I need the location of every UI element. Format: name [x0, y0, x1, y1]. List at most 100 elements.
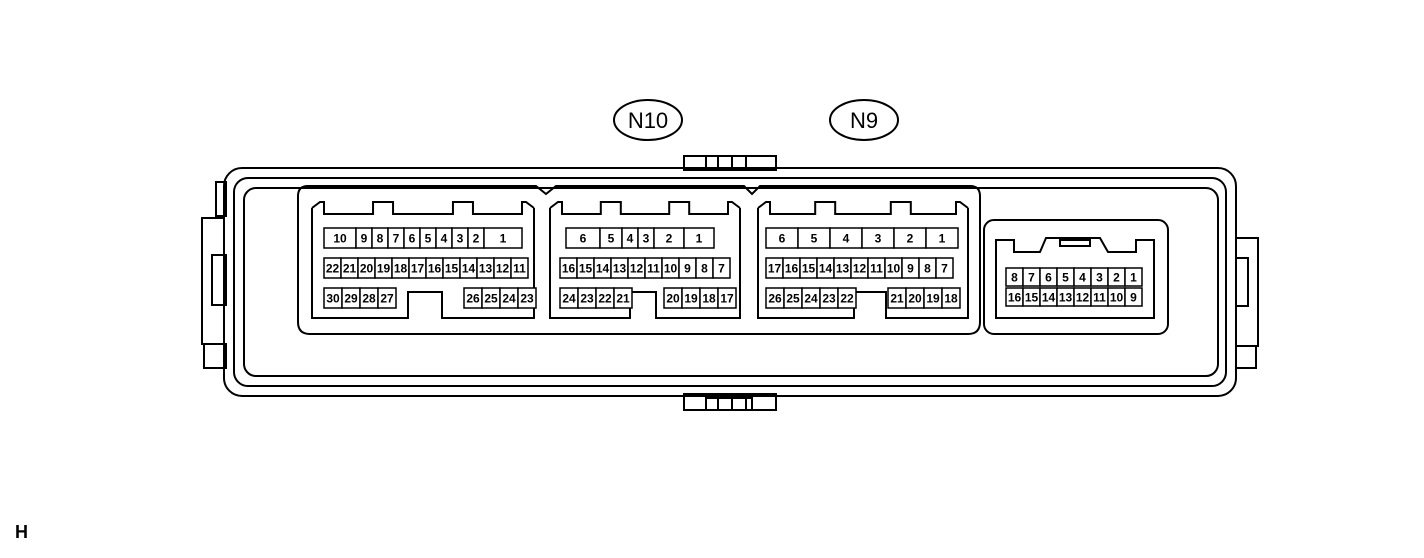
- pin-label: 17: [411, 262, 425, 276]
- pin-label: 7: [393, 232, 400, 246]
- pin-label: 1: [696, 232, 703, 246]
- pin-label: 2: [907, 232, 914, 246]
- small-connector-frame: [983, 219, 1169, 335]
- pin-label: 16: [785, 262, 799, 276]
- pin-label: 10: [333, 232, 347, 246]
- pin-label: 25: [484, 292, 498, 306]
- pin-label: 8: [701, 262, 708, 276]
- pin-label: 15: [802, 262, 816, 276]
- pin-label: 12: [1076, 291, 1090, 305]
- pin-label: 12: [630, 262, 644, 276]
- pin-label: 12: [853, 262, 867, 276]
- pin-label: 10: [887, 262, 901, 276]
- pin-label: 6: [409, 232, 416, 246]
- pin-label: 27: [380, 292, 394, 306]
- pin-label: 11: [647, 262, 660, 276]
- pin-cell: [717, 287, 737, 309]
- pin-label: 9: [684, 262, 691, 276]
- pin-label: 1: [939, 232, 946, 246]
- pin-label: 18: [394, 262, 408, 276]
- svg-text:N9: N9: [850, 108, 878, 133]
- left-mount-tab-inner: [211, 254, 227, 306]
- pin-label: 19: [926, 292, 940, 306]
- pin-label: 15: [445, 262, 459, 276]
- pin-label: 22: [840, 292, 854, 306]
- pin-label: 24: [804, 292, 818, 306]
- pin-label: 21: [890, 292, 904, 306]
- pin-label: 13: [479, 262, 493, 276]
- pin-label: 9: [1130, 291, 1137, 305]
- pin-label: 23: [580, 292, 594, 306]
- pin-label: 10: [664, 262, 678, 276]
- pin-label: 3: [457, 232, 464, 246]
- pin-label: 4: [843, 232, 850, 246]
- pin-label: 20: [360, 262, 374, 276]
- pin-label: 10: [1110, 291, 1124, 305]
- pin-label: 8: [924, 262, 931, 276]
- figure-code: H: [15, 522, 28, 542]
- pin-cell: [517, 287, 537, 309]
- pin-label: 16: [562, 262, 576, 276]
- pin-label: 8: [377, 232, 384, 246]
- pin-label: 18: [944, 292, 958, 306]
- pin-cell: [613, 287, 633, 309]
- pin-label: 21: [343, 262, 357, 276]
- pin-label: 14: [596, 262, 610, 276]
- pin-label: 8: [1011, 271, 1018, 285]
- pin-label: 26: [466, 292, 480, 306]
- right-mount-bracket: [1235, 345, 1257, 369]
- pin-label: 23: [520, 292, 534, 306]
- pin-label: 13: [836, 262, 850, 276]
- pin-label: 9: [907, 262, 914, 276]
- pin-label: 5: [608, 232, 615, 246]
- pin-label: 4: [627, 232, 634, 246]
- pin-label: 4: [1079, 271, 1086, 285]
- pin-cell: [1124, 267, 1143, 287]
- pin-label: 6: [779, 232, 786, 246]
- pin-label: 22: [326, 262, 340, 276]
- left-mount-bracket: [203, 343, 227, 369]
- pin-label: 17: [768, 262, 782, 276]
- pin-label: 3: [1096, 271, 1103, 285]
- connector-block-outline: [297, 185, 981, 335]
- connector-shell-d: [995, 237, 1155, 319]
- svg-text:N10: N10: [628, 108, 668, 133]
- pin-label: 11: [870, 262, 883, 276]
- pin-label: 4: [441, 232, 448, 246]
- pin-label: 11: [1093, 291, 1106, 305]
- pin-label: 5: [425, 232, 432, 246]
- pin-label: 21: [616, 292, 630, 306]
- pin-label: 14: [819, 262, 833, 276]
- pin-cell: [712, 257, 731, 279]
- connector-label-n9: N9: [829, 99, 899, 141]
- pin-label: 1: [1130, 271, 1137, 285]
- ecu-housing-outer: [223, 167, 1237, 397]
- pin-cell: [510, 257, 529, 279]
- pin-label: 22: [598, 292, 612, 306]
- pin-label: 18: [702, 292, 716, 306]
- pin-label: 5: [811, 232, 818, 246]
- pin-label: 28: [362, 292, 376, 306]
- pin-label: 16: [428, 262, 442, 276]
- pin-label: 12: [496, 262, 510, 276]
- pin-label: 11: [513, 262, 526, 276]
- top-latch: [683, 155, 777, 171]
- pin-label: 5: [1062, 271, 1069, 285]
- connector-label-n10: N10: [613, 99, 683, 141]
- pin-label: 13: [613, 262, 627, 276]
- pin-label: 19: [684, 292, 698, 306]
- pin-label: 30: [326, 292, 340, 306]
- pin-label: 6: [580, 232, 587, 246]
- pin-label: 7: [1028, 271, 1035, 285]
- pin-label: 7: [941, 262, 948, 276]
- pin-label: 15: [1025, 291, 1039, 305]
- pin-label: 25: [786, 292, 800, 306]
- connector-shell-b: [549, 201, 741, 319]
- pin-label: 14: [1042, 291, 1056, 305]
- pin-label: 17: [720, 292, 734, 306]
